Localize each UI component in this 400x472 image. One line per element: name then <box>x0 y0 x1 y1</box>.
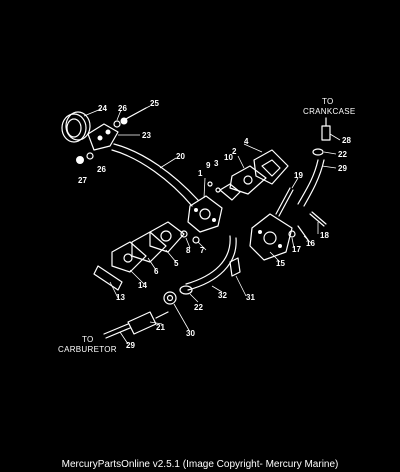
copyright-footer: MercuryPartsOnline v2.5.1 (Image Copyrig… <box>61 459 339 470</box>
part-1-pump-body[interactable] <box>187 195 223 233</box>
callout-22-upper: 22 <box>338 150 347 159</box>
callout-30: 30 <box>186 329 195 338</box>
callout-3: 3 <box>214 159 219 168</box>
to-carburetor-label-2: CARBURETOR <box>58 345 117 354</box>
callout-22-lower: 22 <box>194 303 203 312</box>
part-5-plate[interactable] <box>149 221 185 253</box>
callout-23: 23 <box>142 131 151 140</box>
callout-31: 31 <box>246 293 255 302</box>
part-29-hose-upper[interactable] <box>297 159 325 207</box>
callout-6: 6 <box>154 267 159 276</box>
part-26-washer[interactable] <box>113 120 121 128</box>
part-24-filter-bowl[interactable] <box>61 111 91 143</box>
callout-29-lower: 29 <box>126 341 135 350</box>
to-carburetor-label-1: TO <box>82 335 94 344</box>
callout-numbers: 24 26 25 23 27 26 20 1 9 3 10 2 4 TO CRA… <box>58 97 356 354</box>
callout-20: 20 <box>176 152 185 161</box>
part-3-gasket[interactable] <box>219 183 241 201</box>
part-18-pin[interactable] <box>309 211 327 227</box>
callout-18: 18 <box>320 231 329 240</box>
part-30-clamp[interactable] <box>163 291 177 305</box>
callout-26: 26 <box>118 104 127 113</box>
part-32-hose[interactable] <box>185 235 237 291</box>
part-6-gasket[interactable] <box>131 231 167 263</box>
callout-19: 19 <box>294 171 303 180</box>
callout-15: 15 <box>276 259 285 268</box>
callout-10: 10 <box>224 153 233 162</box>
callout-13: 13 <box>116 293 125 302</box>
part-20-hose[interactable] <box>111 143 199 207</box>
callout-5: 5 <box>174 259 179 268</box>
part-22-clamp-upper[interactable] <box>312 148 324 156</box>
callout-14: 14 <box>138 281 147 290</box>
part-2-diaphragm[interactable] <box>229 165 267 195</box>
part-14-plate[interactable] <box>111 241 147 273</box>
callout-24: 24 <box>98 104 107 113</box>
part-8[interactable] <box>180 230 188 238</box>
callout-16: 16 <box>306 239 315 248</box>
part-28-fitting[interactable] <box>321 117 331 141</box>
to-crankcase-label-1: TO <box>322 97 334 106</box>
part-27-nut[interactable] <box>76 156 84 164</box>
callout-7: 7 <box>200 246 205 255</box>
callout-2: 2 <box>232 147 237 156</box>
part-15-pump-assembly[interactable] <box>249 213 293 261</box>
part-22-clamp-lower[interactable] <box>179 285 193 295</box>
part-21-filter[interactable] <box>127 311 157 335</box>
part-29-hose-lower[interactable] <box>103 311 169 339</box>
part-9[interactable] <box>207 181 213 187</box>
part-13-bracket[interactable] <box>93 265 123 291</box>
callout-1: 1 <box>198 169 203 178</box>
part-16[interactable] <box>297 225 309 241</box>
callout-9: 9 <box>206 161 211 170</box>
callout-21: 21 <box>156 323 165 332</box>
callout-4: 4 <box>244 137 249 146</box>
callout-29-upper: 29 <box>338 164 347 173</box>
to-crankcase-label-2: CRANKCASE <box>303 107 356 116</box>
part-25-bolt[interactable] <box>120 107 147 125</box>
callout-17: 17 <box>292 245 301 254</box>
part-19-rod[interactable] <box>275 187 294 217</box>
part-23-fitting[interactable] <box>87 123 119 151</box>
callout-28: 28 <box>342 136 351 145</box>
part-26-washer-lower[interactable] <box>86 152 94 160</box>
callout-8: 8 <box>186 246 191 255</box>
leader-lines <box>83 105 341 345</box>
callout-25: 25 <box>150 99 159 108</box>
part-31-bracket[interactable] <box>229 257 241 277</box>
callout-26-lower: 26 <box>97 165 106 174</box>
callout-27: 27 <box>78 176 87 185</box>
callout-32: 32 <box>218 291 227 300</box>
part-7[interactable] <box>192 236 200 244</box>
part-4-cover[interactable] <box>253 149 289 185</box>
part-17[interactable] <box>288 230 296 238</box>
